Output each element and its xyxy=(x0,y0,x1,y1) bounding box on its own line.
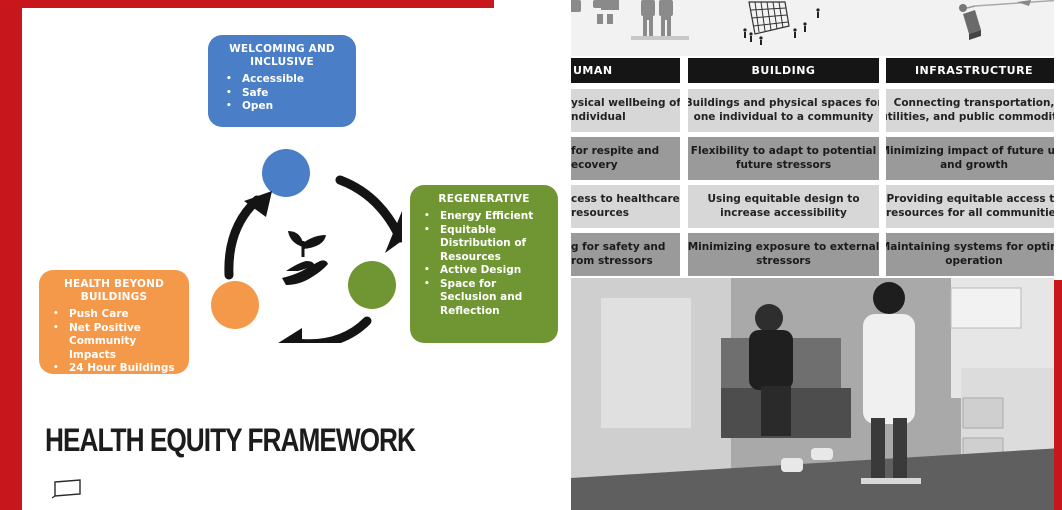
welcoming-item: Safe xyxy=(218,87,346,101)
matrix-cell-text: Connecting transportation,utilities, and… xyxy=(886,97,1062,123)
framework-slide: WELCOMING AND INCLUSIVE Accessible Safe … xyxy=(22,8,571,510)
arrow-head xyxy=(278,328,302,343)
cycle-arrows-icon xyxy=(211,149,402,343)
blue-node xyxy=(262,149,310,197)
matrix-cell: Connecting transportation,utilities, and… xyxy=(886,89,1062,132)
health-beyond-list: Push Care Net Positive Community Impacts… xyxy=(45,308,183,376)
regenerative-list: Energy Efficient Equitable Distribution … xyxy=(416,210,552,318)
regenerative-item: Equitable Distribution of Resources xyxy=(416,224,552,265)
regenerative-item: Active Design xyxy=(416,264,552,278)
hands-plant-icon xyxy=(282,231,328,285)
regenerative-title: REGENERATIVE xyxy=(438,193,530,205)
building-people-icon xyxy=(743,1,820,45)
health-beyond-item: 24 Hour Buildings xyxy=(45,362,183,376)
column-header-label: UMAN xyxy=(573,64,613,77)
design-matrix-slide: UMAN BUILDING INFRASTRUCTURE ysical well… xyxy=(571,0,1062,510)
red-accent-bar-left xyxy=(0,0,22,510)
arrow-heads xyxy=(244,191,402,343)
patient-room-rendering xyxy=(571,278,1062,510)
arrow-bottom xyxy=(290,316,372,343)
health-beyond-item: Push Care xyxy=(45,308,183,322)
welcoming-item: Accessible xyxy=(218,73,346,87)
column-header-building: BUILDING xyxy=(688,58,879,83)
orange-node xyxy=(211,281,259,329)
arrow-head xyxy=(385,211,402,253)
welcoming-card: WELCOMING AND INCLUSIVE Accessible Safe … xyxy=(208,35,356,127)
regenerative-card: REGENERATIVE Energy Efficient Equitable … xyxy=(410,185,558,343)
people-icon xyxy=(571,0,689,40)
arrow-top-right xyxy=(335,175,402,243)
welcoming-title: WELCOMING AND INCLUSIVE xyxy=(229,43,335,68)
infrastructure-icon xyxy=(959,0,1062,40)
illustration-icons xyxy=(571,0,1062,45)
green-node xyxy=(348,261,396,309)
red-accent-bar-top xyxy=(22,0,494,8)
health-beyond-title: HEALTH BEYOND BUILDINGS xyxy=(63,278,165,303)
column-header-infrastructure: INFRASTRUCTURE xyxy=(886,58,1062,83)
arrow-left xyxy=(224,195,262,280)
column-header-human: UMAN xyxy=(571,58,680,83)
logo-mark-icon xyxy=(52,479,81,499)
column-header-label: INFRASTRUCTURE xyxy=(914,64,1034,77)
regenerative-item: Energy Efficient xyxy=(416,210,552,224)
regenerative-item: Space for Seclusion and Reflection xyxy=(416,278,552,319)
column-header-label: BUILDING xyxy=(751,64,816,77)
room-scene-image xyxy=(571,278,1062,510)
red-accent-bar-right xyxy=(1054,0,1062,510)
health-beyond-item: Net Positive Community Impacts xyxy=(45,322,183,363)
welcoming-list: Accessible Safe Open xyxy=(218,73,346,114)
framework-title: HEALTH EQUITY FRAMEWORK xyxy=(45,422,416,458)
welcoming-item: Open xyxy=(218,100,346,114)
top-illustration-strip xyxy=(571,0,1062,56)
health-beyond-card: HEALTH BEYOND BUILDINGS Push Care Net Po… xyxy=(39,270,189,376)
arrow-head xyxy=(244,191,272,217)
